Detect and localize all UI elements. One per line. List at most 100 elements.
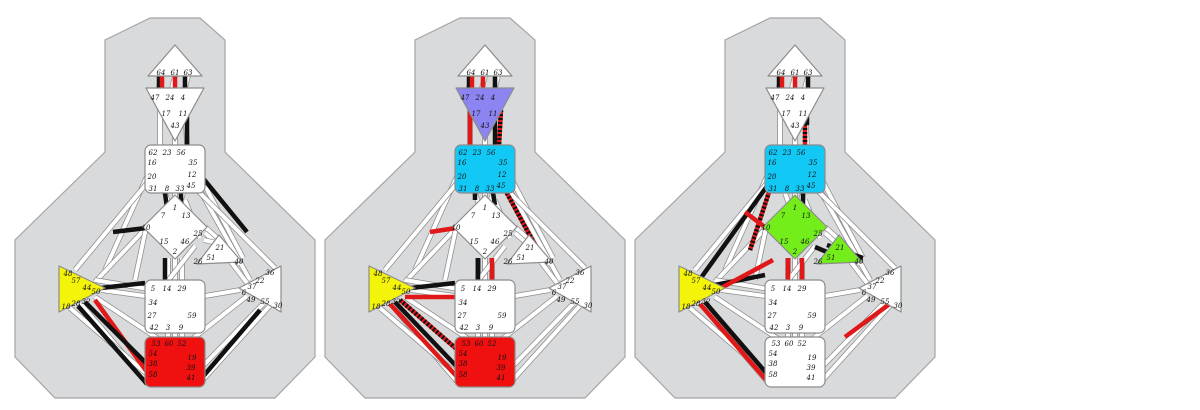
gate-5: 5 [151,285,156,293]
gate-49: 49 [556,296,566,304]
gate-61: 61 [791,69,800,77]
gate-45: 45 [806,182,816,190]
gate-9: 9 [489,324,494,332]
gate-20: 20 [457,173,467,181]
gate-59: 59 [498,312,507,320]
center-throat-2 [454,144,516,194]
channel-2-def6-hatch [496,109,504,146]
channel-3-13-fill [811,184,897,270]
gate-60: 60 [165,340,174,348]
gate-57: 57 [382,277,391,285]
gate-50: 50 [92,288,101,296]
gate-38: 38 [149,360,158,368]
gate-14: 14 [473,285,482,293]
gate-8: 8 [785,185,790,193]
gate-31: 31 [149,185,158,193]
gate-17: 17 [782,110,791,118]
gate-54: 54 [769,350,778,358]
centers-1 [58,44,282,388]
gate-20: 20 [767,173,777,181]
gate-6: 6 [242,289,247,297]
gate-58: 58 [769,371,778,379]
gate-28: 28 [381,300,391,308]
gate-9: 9 [179,324,184,332]
center-sacral-1 [144,279,206,334]
center-head-3 [767,44,823,77]
gate-61: 61 [171,69,180,77]
gate-51: 51 [827,254,836,262]
gate-7: 7 [781,212,786,220]
gate-47: 47 [770,94,780,102]
center-root-3 [764,336,826,388]
gate-56: 56 [797,149,806,157]
gate-1: 1 [483,204,487,212]
gate-21: 21 [835,244,845,252]
gate-33: 33 [486,185,495,193]
gate-49: 49 [866,296,876,304]
center-g-3 [762,194,828,260]
gate-61: 61 [481,69,490,77]
gate-64: 64 [157,69,166,77]
gate-38: 38 [459,360,468,368]
gate-34: 34 [149,299,158,307]
channel-3-15-fill [753,227,768,281]
gate-10: 10 [452,224,461,232]
channel-1-27-fill [198,298,277,385]
gate-37: 37 [868,283,877,291]
gate-41: 41 [186,374,196,382]
gate-34: 34 [459,299,468,307]
gate-59: 59 [188,312,197,320]
channel-1-def7 [196,170,249,234]
gate-32: 32 [702,298,711,306]
gate-5: 5 [461,285,466,293]
gate-26: 26 [813,258,823,266]
gate-58: 58 [459,371,468,379]
channel-1-15-fill [133,227,148,281]
gate-57: 57 [72,277,81,285]
channel-2-28-fill [507,302,575,372]
center-ego-3 [816,234,863,265]
gate-24: 24 [785,94,795,102]
center-spleen-2 [368,265,416,313]
gate-18: 18 [372,303,381,311]
gate-22: 22 [255,277,265,285]
gate-40: 40 [854,258,864,266]
gate-40: 40 [234,258,244,266]
gate-3: 3 [166,324,171,332]
channel-3-def14 [698,302,770,384]
gate-45: 45 [496,182,506,190]
gate-50: 50 [402,288,411,296]
gate-13: 13 [492,212,501,220]
channel-3-14-fill [713,226,768,284]
gate-28: 28 [71,300,81,308]
gate-19: 19 [498,354,507,362]
gate-44: 44 [392,284,402,292]
channel-2-def7 [490,192,498,206]
gate-48: 48 [373,270,383,278]
gate-55: 55 [881,298,890,306]
channel-1-14-fill [93,226,148,284]
gate-26: 26 [503,258,513,266]
gate-30: 30 [274,302,283,310]
gate-42: 42 [459,324,469,332]
channel-2-27-fill [508,298,587,385]
gate-1: 1 [793,204,797,212]
gate-24: 24 [165,94,175,102]
gate-8: 8 [165,185,170,193]
gate-11: 11 [799,110,808,118]
gate-59: 59 [808,312,817,320]
gate-55: 55 [571,298,580,306]
gate-6: 6 [552,289,557,297]
gate-48: 48 [683,270,693,278]
gate-58: 58 [149,371,158,379]
gate-53: 53 [462,340,471,348]
center-head-1 [147,44,203,77]
gate-22: 22 [875,277,885,285]
gate-39: 39 [497,364,506,372]
channel-3-def9 [743,210,768,230]
channel-1-def11 [100,280,146,291]
channel-2-def13 [410,280,456,291]
gate-19: 19 [188,354,197,362]
gate-62: 62 [149,149,158,157]
